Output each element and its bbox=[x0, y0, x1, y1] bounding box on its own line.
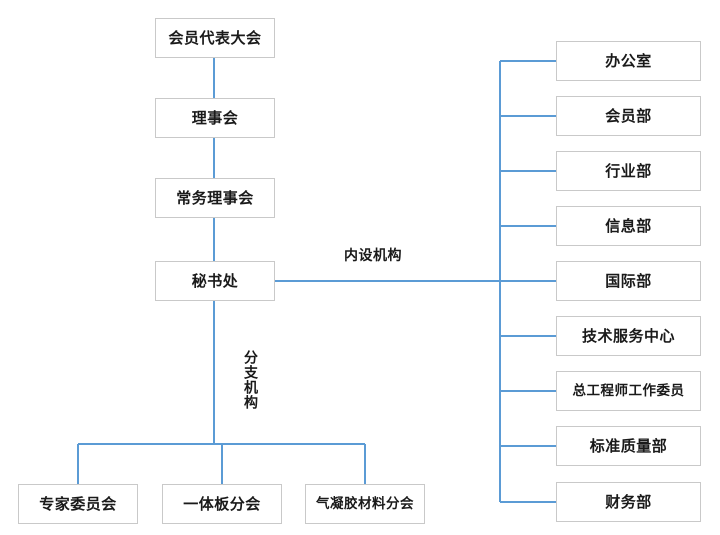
node-finance-dept[interactable]: 财务部 bbox=[556, 482, 701, 522]
node-international-dept-label: 国际部 bbox=[605, 271, 652, 290]
node-industry-dept[interactable]: 行业部 bbox=[556, 151, 701, 191]
node-membership-dept-label: 会员部 bbox=[605, 106, 652, 125]
node-membership-dept[interactable]: 会员部 bbox=[556, 96, 701, 136]
node-standards-quality-dept[interactable]: 标准质量部 bbox=[556, 426, 701, 466]
node-integrated-board-branch-label: 一体板分会 bbox=[183, 494, 261, 513]
node-secretariat-label: 秘书处 bbox=[191, 271, 239, 290]
node-aerogel-material-branch-label: 气凝胶材料分会 bbox=[316, 495, 414, 512]
node-standards-quality-dept-label: 标准质量部 bbox=[589, 436, 668, 455]
node-integrated-board-branch[interactable]: 一体板分会 bbox=[162, 484, 282, 524]
node-expert-committee[interactable]: 专家委员会 bbox=[18, 484, 138, 524]
node-international-dept[interactable]: 国际部 bbox=[556, 261, 701, 301]
node-council[interactable]: 理事会 bbox=[155, 98, 275, 138]
node-standing-council[interactable]: 常务理事会 bbox=[155, 178, 275, 218]
node-technical-service-center-label: 技术服务中心 bbox=[581, 326, 675, 345]
node-expert-committee-label: 专家委员会 bbox=[39, 494, 117, 513]
node-council-label: 理事会 bbox=[191, 108, 239, 127]
node-standing-council-label: 常务理事会 bbox=[176, 188, 254, 207]
node-industry-dept-label: 行业部 bbox=[605, 161, 652, 180]
label-branch-organizations: 分支机构 bbox=[242, 350, 258, 410]
node-assembly[interactable]: 会员代表大会 bbox=[155, 18, 275, 58]
node-finance-dept-label: 财务部 bbox=[605, 492, 652, 511]
node-technical-service-center[interactable]: 技术服务中心 bbox=[556, 316, 701, 356]
node-information-dept-label: 信息部 bbox=[605, 216, 652, 235]
node-office-label: 办公室 bbox=[605, 51, 652, 70]
node-information-dept[interactable]: 信息部 bbox=[556, 206, 701, 246]
node-chief-engineer-committee-label: 总工程师工作委员 bbox=[572, 382, 685, 399]
node-secretariat[interactable]: 秘书处 bbox=[155, 261, 275, 301]
node-office[interactable]: 办公室 bbox=[556, 41, 701, 81]
node-assembly-label: 会员代表大会 bbox=[168, 28, 262, 47]
label-internal-organizations: 内设机构 bbox=[344, 248, 402, 264]
node-chief-engineer-committee[interactable]: 总工程师工作委员 bbox=[556, 371, 701, 411]
node-aerogel-material-branch[interactable]: 气凝胶材料分会 bbox=[305, 484, 425, 524]
